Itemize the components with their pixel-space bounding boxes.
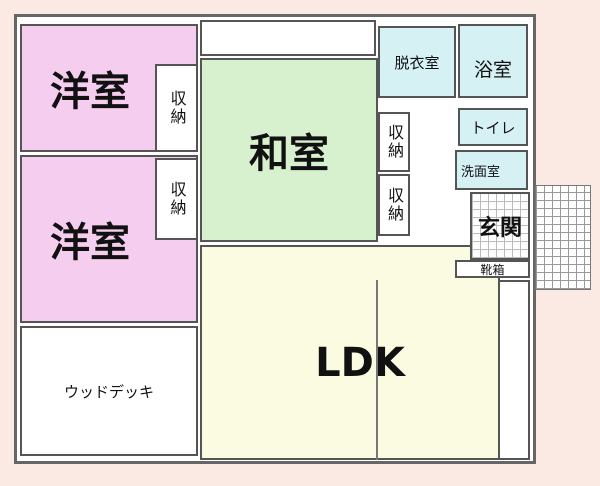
ldk-divider <box>376 280 378 460</box>
storage-2-label: 収納 <box>167 181 187 217</box>
bathroom-label: 浴室 <box>473 58 512 81</box>
japanese-room-label: 和室 <box>249 131 329 177</box>
dressing-room: 脱衣室 <box>378 26 456 98</box>
western-room-1: 洋室 <box>20 24 198 152</box>
entrance: 玄関 <box>470 192 530 260</box>
porch <box>535 185 591 290</box>
washroom-label: 洗面室 <box>461 164 501 180</box>
japanese-room: 和室 <box>200 58 378 242</box>
storage-1: 収納 <box>155 64 198 152</box>
shoe-box-label: 靴箱 <box>480 262 505 277</box>
western-room-1-label: 洋室 <box>50 69 130 115</box>
bathroom: 浴室 <box>458 24 528 98</box>
dressing-room-label: 脱衣室 <box>394 53 440 72</box>
western-room-2-label: 洋室 <box>50 220 130 266</box>
washroom: 洗面室 <box>455 150 528 190</box>
storage-4: 収納 <box>378 174 410 236</box>
toilet-label: トイレ <box>470 118 516 137</box>
wood-deck-label: ウッドデッキ <box>63 382 154 401</box>
ldk: LDK <box>200 245 500 460</box>
ldk-label: LDK <box>315 339 405 386</box>
wood-deck: ウッドデッキ <box>20 326 198 456</box>
storage-4-label: 収納 <box>385 187 404 223</box>
storage-1-label: 収納 <box>167 90 187 126</box>
kitchen-counter <box>498 280 530 460</box>
toilet: トイレ <box>458 108 528 146</box>
shoe-box: 靴箱 <box>455 260 530 278</box>
storage-3: 収納 <box>378 112 410 172</box>
closet-strip <box>200 20 376 56</box>
storage-3-label: 収納 <box>385 124 404 160</box>
storage-2: 収納 <box>155 158 198 240</box>
entrance-label: 玄関 <box>477 216 522 241</box>
